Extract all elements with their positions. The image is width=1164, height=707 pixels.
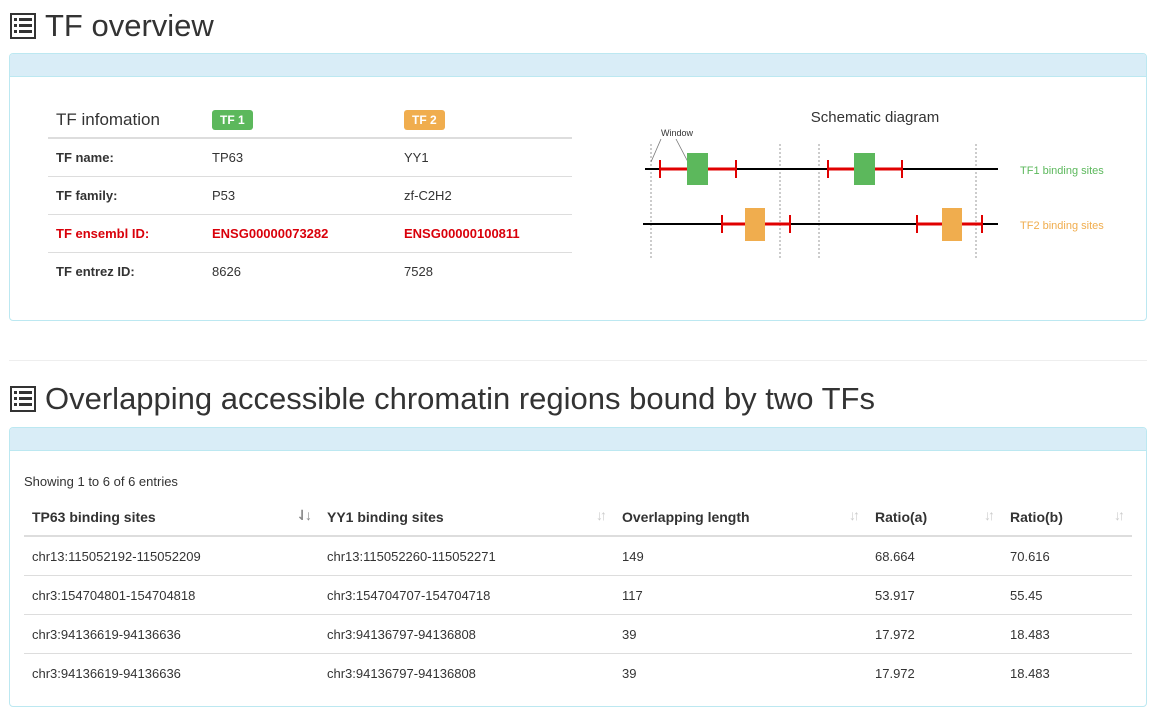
tf1-site <box>687 153 708 185</box>
tf2-site <box>745 208 765 241</box>
tf1-value: P53 <box>204 176 396 215</box>
cell: chr3:94136619-94136636 <box>24 653 319 692</box>
heading-text: Overlapping accessible chromatin regions… <box>45 381 875 416</box>
column-label: Overlapping length <box>622 508 750 525</box>
tf-overview-panel: TF infomation TF 1 TF 2 TF name: TP63 YY… <box>9 53 1147 321</box>
cell: 70.616 <box>1002 535 1132 576</box>
column-header-ratio-a[interactable]: Ratio(a) ↓↑ <box>867 498 1002 537</box>
schematic-diagram: Schematic diagram Window TF1 binding sit… <box>643 109 1104 259</box>
list-icon <box>10 386 36 412</box>
column-header-overlap-length[interactable]: Overlapping length ↓↑ <box>614 498 867 537</box>
info-header: TF infomation <box>48 102 204 139</box>
cell: 55.45 <box>1002 575 1132 615</box>
sort-desc-icon: ⇃↓ <box>296 507 312 523</box>
info-label: TF name: <box>48 137 204 177</box>
table-row: chr3:154704801-154704818 chr3:154704707-… <box>24 575 1132 615</box>
column-label: TP63 binding sites <box>32 508 156 525</box>
tf1-site <box>854 153 875 185</box>
tf2-site <box>942 208 962 241</box>
tf2-ensembl-link[interactable]: ENSG00000100811 <box>396 214 572 253</box>
info-label: TF entrez ID: <box>48 252 204 290</box>
cell: 39 <box>614 653 867 692</box>
list-icon <box>10 13 36 39</box>
tf2-label: TF2 binding sites <box>1020 220 1104 232</box>
cell: 17.972 <box>867 653 1002 692</box>
table-row: chr3:94136619-94136636 chr3:94136797-941… <box>24 614 1132 654</box>
info-row: TF entrez ID: 8626 7528 <box>48 252 572 290</box>
tf-info-table: TF infomation TF 1 TF 2 TF name: TP63 YY… <box>48 102 572 290</box>
sort-icon: ↓↑ <box>984 507 995 523</box>
cell: 18.483 <box>1002 653 1132 692</box>
overlap-table: TP63 binding sites ⇃↓ YY1 binding sites ↓↑… <box>24 498 1132 692</box>
tf2-value: 7528 <box>396 252 572 290</box>
cell: chr3:94136797-94136808 <box>319 614 614 654</box>
cell: chr3:154704707-154704718 <box>319 575 614 615</box>
table-row: chr3:94136619-94136636 chr3:94136797-941… <box>24 653 1132 692</box>
window-label: Window <box>661 128 694 138</box>
sort-icon: ↓↑ <box>596 507 607 523</box>
cell: chr3:154704801-154704818 <box>24 575 319 615</box>
column-label: Ratio(a) <box>875 508 928 525</box>
tf1-label: TF1 binding sites <box>1020 165 1104 177</box>
tf2-value: YY1 <box>396 137 572 177</box>
panel-header <box>10 54 1146 77</box>
tf1-badge: TF 1 <box>212 109 253 130</box>
cell: 39 <box>614 614 867 654</box>
cell: chr3:94136797-94136808 <box>319 653 614 692</box>
cell: chr13:115052260-115052271 <box>319 535 614 576</box>
sort-icon: ↓↑ <box>849 507 860 523</box>
heading-text: TF overview <box>45 8 214 43</box>
cell: 68.664 <box>867 535 1002 576</box>
column-header-ratio-b[interactable]: Ratio(b) ↓↑ <box>1002 498 1132 537</box>
info-row: TF family: P53 zf-C2H2 <box>48 176 572 215</box>
panel-header <box>10 428 1146 451</box>
tf1-ensembl-link[interactable]: ENSG00000073282 <box>204 214 396 253</box>
table-header-row: TP63 binding sites ⇃↓ YY1 binding sites ↓↑… <box>24 498 1132 537</box>
table-row: chr13:115052192-115052209 chr13:11505226… <box>24 535 1132 576</box>
cell: chr13:115052192-115052209 <box>24 535 319 576</box>
info-label: TF family: <box>48 176 204 215</box>
tf2-value: zf-C2H2 <box>396 176 572 215</box>
cell: chr3:94136619-94136636 <box>24 614 319 654</box>
tf1-value: TP63 <box>204 137 396 177</box>
info-row: TF ensembl ID: ENSG00000073282 ENSG00000… <box>48 214 572 253</box>
cell: 149 <box>614 535 867 576</box>
info-label: TF ensembl ID: <box>48 214 204 253</box>
cell: 17.972 <box>867 614 1002 654</box>
tf2-badge: TF 2 <box>404 109 445 130</box>
cell: 18.483 <box>1002 614 1132 654</box>
column-header-yy1[interactable]: YY1 binding sites ↓↑ <box>319 498 614 537</box>
column-header-tp63[interactable]: TP63 binding sites ⇃↓ <box>24 498 319 537</box>
page-title-tf-overview: TF overview <box>10 8 214 44</box>
sort-icon: ↓↑ <box>1114 507 1125 523</box>
page-title-overlapping: Overlapping accessible chromatin regions… <box>10 381 875 417</box>
tf1-value: 8626 <box>204 252 396 290</box>
column-label: YY1 binding sites <box>327 508 444 525</box>
section-divider <box>9 360 1147 361</box>
diagram-title: Schematic diagram <box>811 109 939 126</box>
info-header-row: TF infomation TF 1 TF 2 <box>48 102 572 139</box>
cell: 53.917 <box>867 575 1002 615</box>
info-row: TF name: TP63 YY1 <box>48 137 572 177</box>
column-label: Ratio(b) <box>1010 508 1063 525</box>
entries-info: Showing 1 to 6 of 6 entries <box>24 474 178 489</box>
cell: 117 <box>614 575 867 615</box>
